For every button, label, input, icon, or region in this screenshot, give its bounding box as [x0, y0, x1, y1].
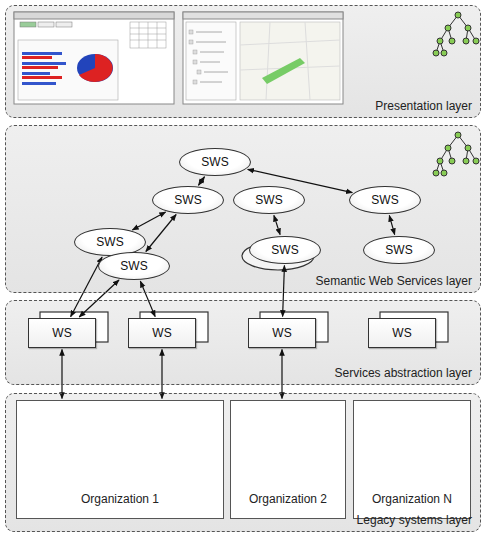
node-label: SWS — [96, 235, 123, 249]
map-screenshot — [183, 12, 343, 104]
layer-band: Presentation layer — [5, 5, 481, 118]
service-ellipse: SWS — [363, 236, 435, 264]
service-ellipse: SWS — [179, 148, 251, 176]
connector-arrow — [281, 350, 282, 399]
node-label: WS — [392, 326, 411, 340]
node-label: SWS — [255, 193, 282, 207]
node-label: Organization 1 — [17, 492, 223, 506]
tree-icon — [433, 132, 479, 176]
organization-box: Organization 1 — [16, 400, 224, 519]
layer-band: Services abstraction layer WS WS WS WS — [5, 300, 481, 385]
node-label: SWS — [271, 243, 298, 257]
connector-arrow — [61, 350, 62, 399]
layer-label: Presentation layer — [375, 99, 472, 113]
layer-band: Semantic Web Services layer SWS SWS SWS SWS S… — [5, 125, 481, 293]
layer-label: Legacy systems layer — [357, 513, 472, 527]
service-ellipse: SWS — [152, 186, 224, 214]
service-ellipse: SWS — [249, 236, 321, 264]
service-box: WS — [368, 318, 436, 348]
connector-arrow — [146, 215, 176, 252]
connector-arrow — [161, 350, 162, 399]
organization-box: Organization N — [353, 400, 471, 519]
connector-arrow — [283, 265, 285, 316]
service-ellipse: SWS — [98, 252, 170, 280]
service-box: WS — [28, 318, 96, 348]
organization-box: Organization 2 — [230, 400, 346, 519]
service-box: WS — [248, 318, 316, 348]
connector-arrow — [389, 215, 394, 234]
node-label: SWS — [201, 155, 228, 169]
node-label: SWS — [385, 243, 412, 257]
connector-arrow — [79, 280, 119, 317]
node-label: Organization N — [354, 492, 470, 506]
node-label: SWS — [371, 193, 398, 207]
layer-label: Services abstraction layer — [335, 366, 472, 380]
service-box: WS — [128, 318, 196, 348]
tree-icon — [433, 12, 479, 56]
node-label: WS — [152, 326, 171, 340]
node-label: WS — [272, 326, 291, 340]
connector-arrow — [274, 215, 280, 234]
node-label: WS — [52, 326, 71, 340]
app-screenshot — [14, 12, 174, 104]
service-ellipse: SWS — [349, 186, 421, 214]
node-label: SWS — [174, 193, 201, 207]
layer-band: Legacy systems layer Organization 1 Organi… — [5, 393, 481, 532]
connector-arrow — [198, 177, 204, 186]
service-ellipse: SWS — [233, 186, 305, 214]
node-label: Organization 2 — [231, 492, 345, 506]
node-label: SWS — [120, 259, 147, 273]
connector-arrow — [132, 212, 165, 230]
connector-arrow — [140, 281, 155, 316]
layer-label: Semantic Web Services layer — [315, 274, 472, 288]
